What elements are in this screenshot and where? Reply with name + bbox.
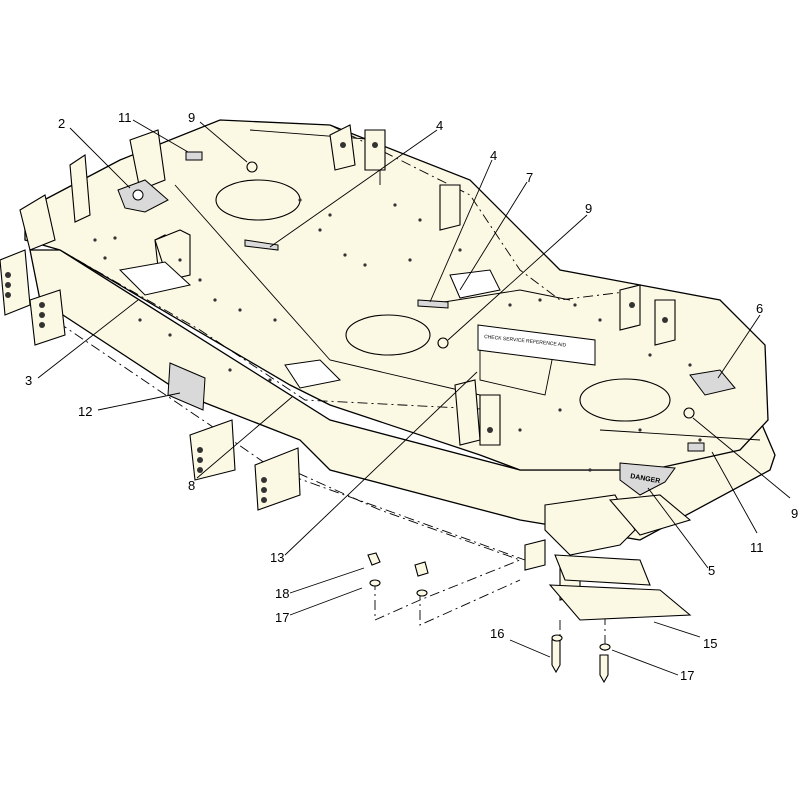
deck-hole (393, 203, 397, 207)
deck-hole (198, 278, 202, 282)
deck-holes (93, 198, 702, 472)
decal-item-4a (244, 239, 279, 251)
left-brackets (0, 129, 301, 511)
decal-item-7 (449, 269, 501, 299)
decal-item-12 (167, 362, 206, 411)
deck-hole (238, 308, 242, 312)
mower-deck (24, 119, 776, 541)
deck-hole (648, 353, 652, 357)
deck-hole (408, 258, 412, 262)
callout-6: 6 (756, 301, 763, 316)
callout-11a: 11 (118, 110, 132, 125)
deck-hole (363, 263, 367, 267)
decals: CHECK SERVICE REFERENCE AID DANGER (117, 151, 736, 496)
deck-hole (558, 408, 562, 412)
hardware (367, 552, 611, 684)
decal-item-5 (619, 462, 676, 496)
callout-5: 5 (708, 563, 715, 578)
deck-hole (698, 438, 702, 442)
callout-18: 18 (275, 586, 289, 601)
washer-17a (369, 579, 381, 587)
washer-17d (599, 643, 611, 651)
deck-hole (343, 253, 347, 257)
deck-hole (213, 298, 217, 302)
callout-9c: 9 (791, 506, 798, 521)
bolt-16a (551, 639, 561, 674)
deck-hole (688, 363, 692, 367)
callout-17a: 17 (275, 610, 289, 625)
decal-item-6 (689, 369, 736, 396)
deck-hole (103, 256, 107, 260)
nut-18a (367, 552, 381, 566)
deck-hole (638, 428, 642, 432)
decal-item-11b (687, 442, 705, 452)
callout-3: 3 (25, 373, 32, 388)
decal-item-11a (185, 151, 203, 161)
deck-hole (298, 198, 302, 202)
decal-item-8 (284, 359, 342, 389)
callout-12: 12 (78, 404, 92, 419)
deck-hole (418, 218, 422, 222)
deck-hole (573, 303, 577, 307)
leader-lines (37, 119, 791, 676)
assembly-lines (24, 124, 641, 660)
callout-15: 15 (703, 636, 717, 651)
deck-hole (113, 236, 117, 240)
deck-hole (228, 368, 232, 372)
callout-16: 16 (490, 626, 504, 641)
washer-9a (246, 161, 258, 173)
deck-hole (138, 318, 142, 322)
callout-4a: 4 (436, 118, 443, 133)
washer-17b (416, 589, 428, 597)
blade-openings (215, 179, 671, 422)
deck-hole (328, 213, 332, 217)
deck-hole (598, 318, 602, 322)
callout-17b: 17 (680, 668, 694, 683)
decal-item-3 (118, 261, 192, 296)
decal-item-4b (417, 299, 449, 309)
deck-hole (508, 303, 512, 307)
washer-9c (683, 407, 695, 419)
nut-18b (414, 561, 429, 577)
callout-7: 7 (526, 170, 533, 185)
deck-hole (268, 378, 272, 382)
washer-9b (437, 337, 449, 349)
callout-9a: 9 (188, 110, 195, 125)
deck-hole (518, 428, 522, 432)
bolt-16b (599, 654, 609, 684)
deck-hole (168, 333, 172, 337)
callout-4b: 4 (490, 148, 497, 163)
decal-item-13 (477, 324, 596, 366)
callout-11b: 11 (750, 540, 764, 555)
callout-13: 13 (270, 550, 284, 565)
callout-8: 8 (188, 478, 195, 493)
washer-17c (551, 634, 563, 642)
deck-hole (458, 248, 462, 252)
deck-hole (318, 228, 322, 232)
deck-hole (538, 298, 542, 302)
deck-hole (273, 318, 277, 322)
callout-2: 2 (58, 116, 65, 131)
baffle-parts (544, 494, 692, 621)
deck-hole (588, 468, 592, 472)
deck-hole (93, 238, 97, 242)
deck-hole (178, 258, 182, 262)
callout-labels: 2 11 9 4 4 7 9 6 3 12 8 13 9 11 5 18 17 … (25, 110, 798, 683)
callout-9b: 9 (585, 201, 592, 216)
